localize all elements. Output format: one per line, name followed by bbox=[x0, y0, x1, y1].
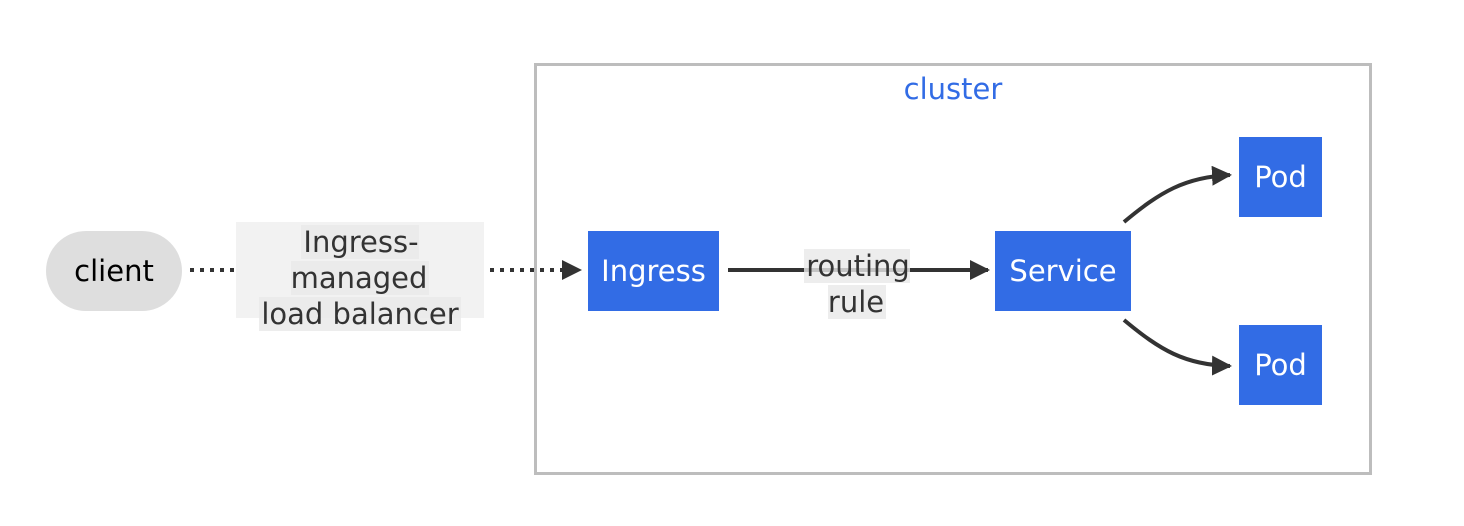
ingress-label: Ingress bbox=[601, 254, 706, 288]
pod-node-top: Pod bbox=[1239, 137, 1322, 217]
pod-top-label: Pod bbox=[1254, 160, 1307, 194]
service-label: Service bbox=[1009, 254, 1117, 288]
ingress-node: Ingress bbox=[588, 231, 719, 311]
pod-bottom-label: Pod bbox=[1254, 348, 1307, 382]
service-node: Service bbox=[995, 231, 1131, 311]
pod-node-bottom: Pod bbox=[1239, 325, 1322, 405]
cluster-boundary: cluster bbox=[534, 63, 1372, 475]
edge-service-to-pod-top bbox=[1122, 165, 1232, 224]
load-balancer-label: Ingress-managed load balancer bbox=[236, 224, 484, 332]
routing-rule-label-text: routing rule bbox=[804, 249, 910, 319]
cluster-title: cluster bbox=[903, 72, 1003, 106]
routing-rule-label: routing rule bbox=[772, 248, 942, 320]
load-balancer-label-line1: Ingress-managed bbox=[290, 225, 430, 295]
edge-service-to-pod-bottom bbox=[1122, 318, 1232, 376]
load-balancer-label-line2: load balancer bbox=[259, 297, 461, 331]
client-node: client bbox=[46, 231, 182, 311]
client-label: client bbox=[74, 254, 154, 288]
